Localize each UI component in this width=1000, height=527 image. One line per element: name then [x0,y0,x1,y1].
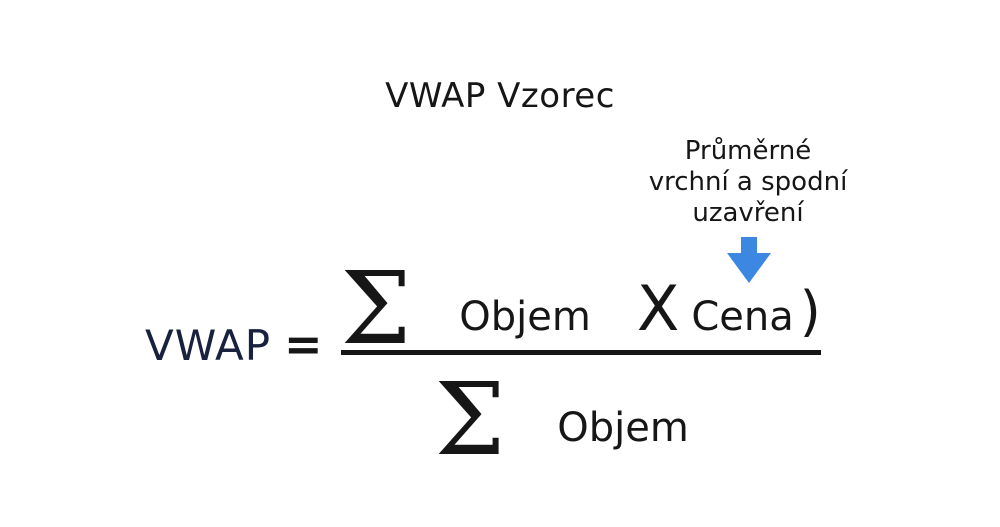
equals-sign: = [284,316,323,371]
sum-sigma-icon: Σ [340,250,412,367]
annotation-line-3: uzavření [692,198,804,228]
page-title: VWAP Vzorec [385,76,615,116]
formula: VWAP = Σ Objem X Cena ) Σ Objem [145,246,821,470]
numerator-term-cena: Cena [691,294,794,340]
annotation: Průměrné vrchní a spodní uzavření [620,136,876,229]
vwap-label: VWAP [145,321,272,370]
numerator: Σ Objem X Cena ) [341,246,821,359]
fraction-bar [340,350,821,355]
annotation-line-1: Průměrné [684,136,812,166]
sum-sigma-icon: Σ [434,361,506,478]
annotation-line-2: vrchní a spodní [648,167,848,197]
denominator: Σ Objem [341,357,821,470]
arrow-down-icon [727,237,771,283]
multiply-operator: X [636,272,680,345]
numerator-term-objem: Objem [459,294,591,340]
close-paren: ) [799,280,821,343]
fraction: Σ Objem X Cena ) Σ Objem [340,246,821,470]
denominator-term-objem: Objem [557,405,689,451]
